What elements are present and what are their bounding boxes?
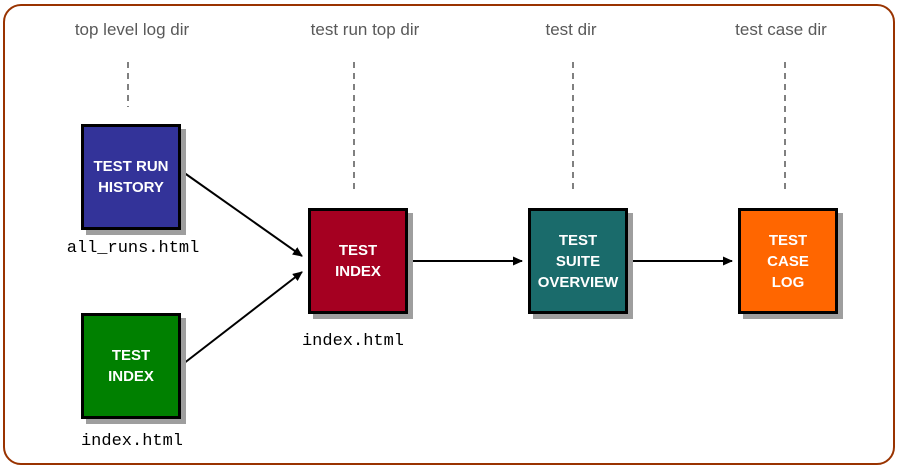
file-label-index-html-run: index.html [301,332,405,351]
column-header-test-run-top-dir: test run top dir [310,20,420,39]
node-label-line: CASE [767,252,809,270]
node-label-line: TEST [768,231,808,249]
column-header-test-case-dir: test case dir [735,20,827,39]
node-label-line: INDEX [335,263,381,280]
node-label-line: INDEX [108,368,154,385]
file-label-index-html-main: index.html [80,432,184,451]
node-label-line: TEST [111,347,151,364]
node-test-index-main: TEST INDEX [81,313,181,419]
column-header-top-level-log-dir: top level log dir [74,20,190,39]
node-test-suite-overview: TEST SUITE OVERVIEW [528,208,628,314]
node-test-run-history: TEST RUN HISTORY [81,124,181,230]
node-label-line: LOG [771,273,805,291]
node-label-line: HISTORY [98,179,164,196]
node-label-line: TEST [338,242,378,259]
arrow-history-to-test-index [182,171,303,257]
file-label-all-runs-html: all_runs.html [66,239,200,258]
node-label-line: TEST [558,231,598,249]
column-header-test-dir: test dir [545,20,597,39]
node-label-line: TEST RUN [93,158,169,175]
arrow-index-to-test-index [182,271,303,365]
node-test-index-run: TEST INDEX [308,208,408,314]
node-label-line: OVERVIEW [537,273,619,291]
node-label-line: SUITE [555,252,601,270]
node-test-case-log: TEST CASE LOG [738,208,838,314]
